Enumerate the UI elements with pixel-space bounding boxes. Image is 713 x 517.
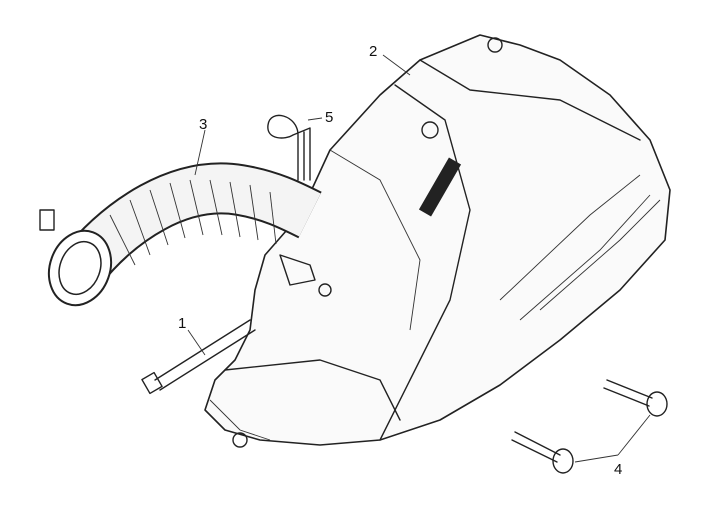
bolts [511,379,668,474]
air-filter-housing [204,34,671,448]
callout-1: 1 [178,315,186,332]
leader-lines [187,54,651,463]
intake-hose [39,162,322,307]
callout-5: 5 [325,109,333,126]
callout-4: 4 [614,461,622,478]
hose-clip [267,114,311,181]
callout-3: 3 [199,116,207,133]
callout-2: 2 [369,43,377,60]
drain-tube [141,319,256,395]
